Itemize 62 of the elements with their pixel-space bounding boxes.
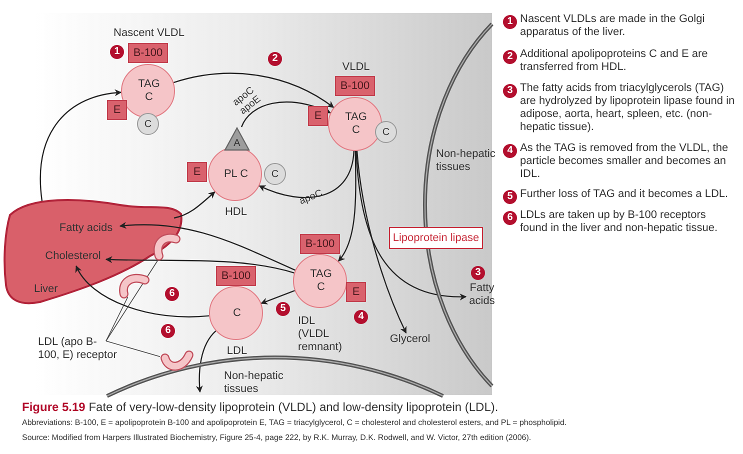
organ-label: Liver [34, 283, 59, 296]
leader-line [106, 296, 128, 342]
particle-contents: TAG C [137, 78, 161, 104]
edge-label: apoC [296, 186, 326, 208]
particle-contents: PL C [222, 168, 250, 181]
arrow [173, 72, 334, 108]
step-description: LDLs are taken up by B-100 receptors found in the liver and non-hepatic tissue. [520, 209, 719, 235]
apoprotein-box: B-100 [335, 76, 375, 96]
enzyme-box: Lipoprotein lipase [389, 227, 483, 249]
substance-label: Fatty acids [466, 282, 498, 310]
receptor-icon [118, 272, 150, 297]
arrow [40, 90, 122, 202]
substance-label: Glycerol [386, 333, 434, 349]
figure-caption: Figure 5.19 Fate of very-low-density lipoprotein (VLDL) and low-density lipoprotein (LDL). [22, 400, 500, 414]
particle-contents: TAG C [344, 111, 368, 137]
apoprotein-box: E [308, 106, 328, 126]
arrow [174, 191, 216, 219]
apoprotein-triangle: A [224, 127, 250, 151]
particle-name: HDL [224, 206, 248, 219]
callout-number: 1 [503, 15, 517, 29]
leader-line [106, 260, 158, 342]
callout-number: 3 [503, 84, 517, 98]
arrow [105, 256, 294, 274]
apoprotein-box: B-100 [300, 234, 340, 254]
callout-number: 4 [503, 144, 517, 158]
source-note: Abbreviations: B-100, E = apolipoprotein B-100 and apolipoprotein E, TAG = triacylglycerol, C = cholesterol and cholesterol esters, and PL = phospholipid. [22, 417, 568, 428]
tissue-label: Non-hepatic tissues [224, 370, 284, 396]
callout-number: 2 [503, 50, 517, 64]
step-description: Nascent VLDLs are made in the Golgi apparatus of the liver. [520, 13, 706, 39]
receptor-icon [160, 350, 194, 373]
step-description: As the TAG is removed from the VLDL, the particle becomes smaller and becomes an IDL. [520, 142, 730, 181]
particle-name: IDL (VLDL remnant) [298, 315, 344, 354]
arrow [119, 222, 296, 271]
arrow [258, 150, 354, 198]
substance-label: Fatty acids [52, 222, 120, 238]
particle-name: LDL [226, 345, 248, 358]
step-description: The fatty acids from triacylglycerols (TAG) are hydrolyzed by lipoprotein lipase found in adipose, aorta, heart, spleen, etc. (non-hepatic tissue). [520, 82, 735, 134]
particle-name: Nascent VLDL [112, 27, 186, 40]
step-description: Further loss of TAG and it becomes a LDL. [520, 188, 730, 201]
particle-contents: TAG C [309, 268, 333, 294]
apoprotein-box: E [187, 162, 207, 182]
tissue-label: Non-hepatic tissues [436, 148, 496, 174]
substance-label: LDL (apo B-100, E) receptor [38, 336, 118, 384]
arrow [356, 150, 467, 300]
apoprotein-box: E [346, 282, 366, 302]
leader-line [106, 340, 160, 357]
arrow [338, 150, 356, 262]
arrow [76, 265, 210, 318]
particle-name: VLDL [341, 61, 371, 74]
callout-number: 6 [503, 211, 517, 225]
arrow [260, 290, 296, 304]
step-description: Additional apolipoproteins C and E are transferred from HDL. [520, 48, 709, 74]
receptor-icon [153, 232, 181, 260]
apoprotein-box: E [107, 100, 127, 120]
particle-contents: C [232, 307, 242, 320]
arrow [240, 102, 332, 128]
arrow [196, 330, 216, 393]
source-note: Source: Modified from Harpers Illustrated Biochemistry, Figure 25-4, page 222, by R.K. Murray, D.K. Rodwell, and W. Victor, 27th edition (2006). [22, 432, 532, 443]
arrow [356, 150, 407, 334]
callout-number: 5 [503, 190, 517, 204]
substance-label: Cholesterol [40, 250, 106, 266]
apoprotein-box: B-100 [216, 266, 256, 286]
